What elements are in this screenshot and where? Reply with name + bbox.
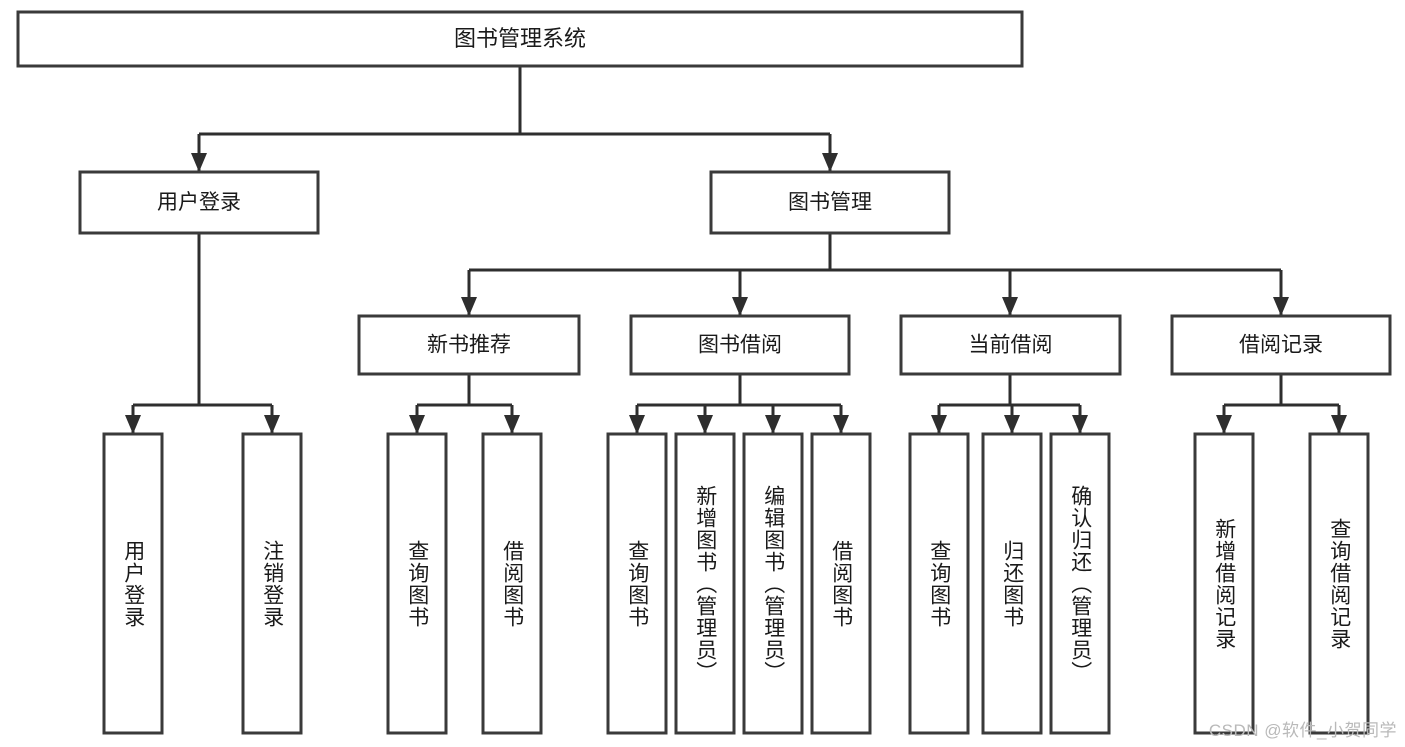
node-borrow-record-box[interactable] <box>1170 314 1392 376</box>
node-book-borrow-label: 图书借阅 <box>698 334 782 357</box>
node-leaf-query-book-2-box[interactable] <box>606 432 668 735</box>
node-leaf-query-book-1-box[interactable] <box>386 432 448 735</box>
node-leaf-edit-book-box[interactable] <box>742 432 804 735</box>
current-borrow-fanout-arrow-2 <box>1072 415 1088 434</box>
node-user-login-label: 用户登录 <box>157 191 241 214</box>
book-borrow-fanout-arrow-3 <box>833 415 849 434</box>
node-book-borrow-box[interactable] <box>629 314 851 376</box>
user-login-fanout-arrow-0 <box>125 415 141 434</box>
node-new-book-rec-box[interactable] <box>357 314 581 376</box>
book-manage-fanout-arrow-0 <box>461 297 477 316</box>
book-manage-fanout-arrow-2 <box>1002 297 1018 316</box>
connectors-layer <box>125 66 1347 434</box>
node-book-manage-label: 图书管理 <box>788 191 872 214</box>
node-leaf-borrow-book-1-box[interactable] <box>481 432 543 735</box>
csdn-watermark: CSDN @软件_小贺同学 <box>1208 721 1397 740</box>
node-leaf-user-logout-box[interactable] <box>241 432 303 735</box>
node-leaf-add-book-box[interactable] <box>674 432 736 735</box>
node-leaf-add-record-box[interactable] <box>1193 432 1255 735</box>
node-leaf-query-record-box[interactable] <box>1308 432 1370 735</box>
node-borrow-record-label: 借阅记录 <box>1239 334 1323 357</box>
root-fanout-arrow-1 <box>822 153 838 172</box>
current-borrow-fanout-arrow-1 <box>1004 415 1020 434</box>
borrow-record-fanout-arrow-1 <box>1331 415 1347 434</box>
node-current-borrow-label: 当前借阅 <box>969 334 1053 357</box>
book-borrow-fanout-arrow-0 <box>629 415 645 434</box>
node-root-box[interactable] <box>16 10 1024 68</box>
node-current-borrow-box[interactable] <box>899 314 1122 376</box>
borrow-record-fanout-arrow-0 <box>1216 415 1232 434</box>
book-manage-fanout-arrow-3 <box>1273 297 1289 316</box>
node-leaf-confirm-return-box[interactable] <box>1049 432 1111 735</box>
root-fanout-arrow-0 <box>191 153 207 172</box>
boxes-layer <box>16 10 1392 735</box>
node-new-book-rec-label: 新书推荐 <box>427 334 511 357</box>
node-leaf-user-login-box[interactable] <box>102 432 164 735</box>
node-root-label: 图书管理系统 <box>454 26 586 51</box>
user-login-fanout-arrow-1 <box>264 415 280 434</box>
new-book-fanout-arrow-0 <box>409 415 425 434</box>
current-borrow-fanout-arrow-0 <box>931 415 947 434</box>
node-book-manage-box[interactable] <box>709 170 951 235</box>
book-borrow-fanout-arrow-2 <box>765 415 781 434</box>
node-user-login-box[interactable] <box>78 170 320 235</box>
new-book-fanout-arrow-1 <box>504 415 520 434</box>
node-leaf-borrow-book-2-box[interactable] <box>810 432 872 735</box>
book-borrow-fanout-arrow-1 <box>697 415 713 434</box>
node-leaf-query-book-3-box[interactable] <box>908 432 970 735</box>
node-leaf-return-book-box[interactable] <box>981 432 1043 735</box>
book-manage-fanout-arrow-1 <box>732 297 748 316</box>
